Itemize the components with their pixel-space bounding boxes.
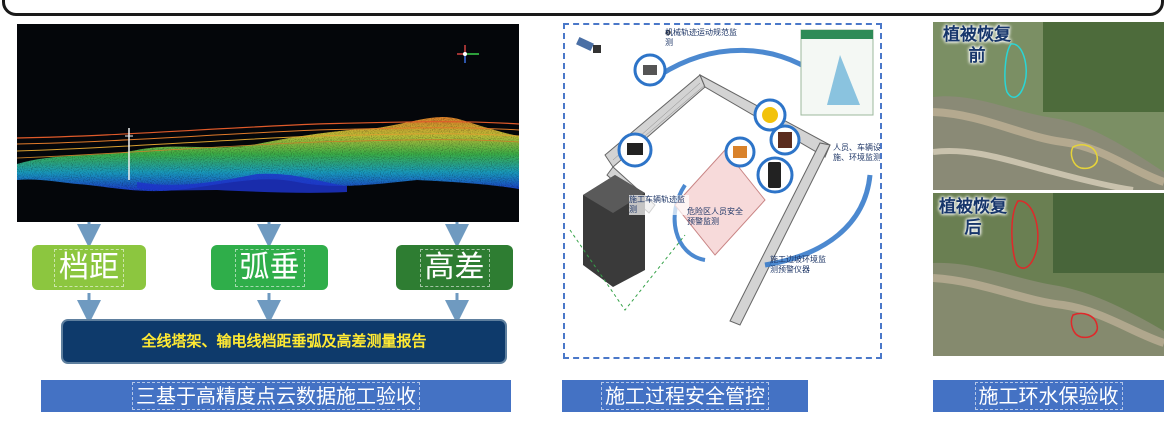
point-cloud-image	[17, 24, 519, 222]
huchui-label: 弧垂	[211, 245, 328, 290]
dangju-label: 档距	[32, 245, 146, 290]
before-photo: 植被恢复前	[933, 22, 1164, 190]
before-satellite-image	[933, 22, 1164, 190]
caption-left-text: 三基于高精度点云数据施工验收	[132, 382, 420, 410]
danger-text: 危险区人员安全预警监测	[687, 207, 743, 226]
caption-right-text: 施工环水保验收	[974, 382, 1123, 410]
env-text: 人员、车辆设施、环境监测	[833, 143, 881, 162]
before-label: 植被恢复前	[943, 25, 1011, 66]
mech-text: 机械轨迹运动规范监测	[665, 28, 737, 47]
safety-illustration: ❺	[569, 29, 874, 326]
caption-left: 三基于高精度点云数据施工验收	[41, 380, 511, 412]
gaocha-label: 高差	[396, 245, 513, 290]
after-photo: 植被恢复后	[933, 193, 1164, 356]
report-bar: 全线塔架、输电线档距垂弧及高差测量报告	[61, 319, 507, 364]
top-banner-frame	[2, 0, 1164, 16]
slope-text: 施工边坡环境监测预警仪器	[770, 255, 826, 274]
mech-label: ❺	[665, 29, 671, 37]
caption-middle-text: 施工过程安全管控	[601, 382, 769, 410]
after-satellite-image	[933, 193, 1164, 356]
caption-right: 施工环水保验收	[933, 380, 1164, 412]
vehicle-text: 施工车辆轨迹监测	[629, 195, 689, 215]
after-label: 植被恢复后	[939, 197, 1007, 238]
caption-middle: 施工过程安全管控	[562, 380, 808, 412]
gaocha-text: 高差	[419, 249, 490, 287]
huchui-text: 弧垂	[234, 249, 305, 287]
dangju-text: 档距	[54, 249, 124, 287]
point-cloud-render	[17, 45, 519, 193]
safety-diagram: ❺ 机械轨迹运动规范监测 施工车辆轨迹监测 危险区人员安全预警监测 人员、车辆设…	[563, 23, 882, 359]
